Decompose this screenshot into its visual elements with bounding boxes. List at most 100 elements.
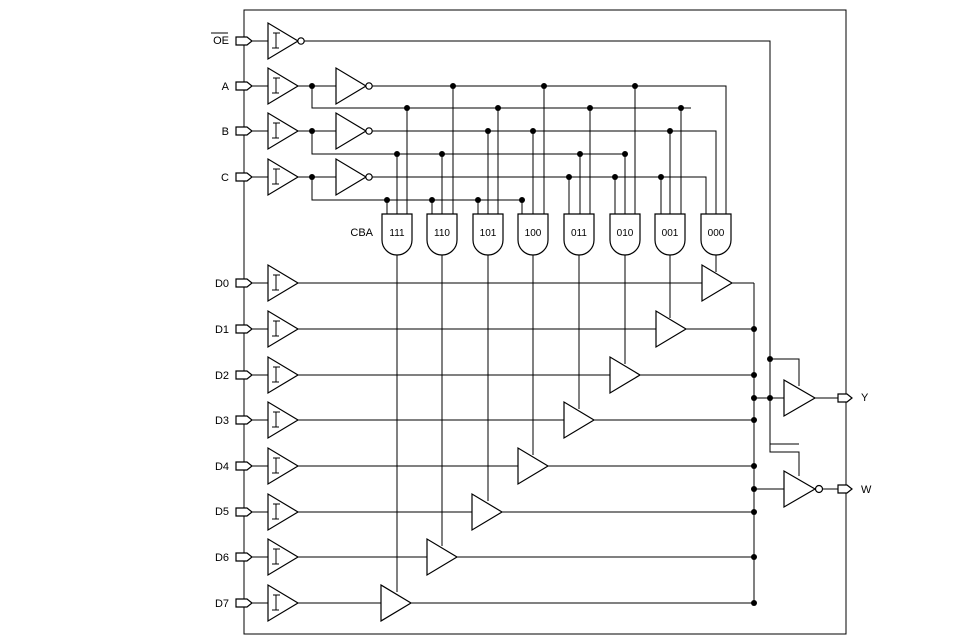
inverter-bubble bbox=[365, 127, 373, 135]
junction-dot bbox=[751, 600, 757, 606]
tristate-buffer-d4 bbox=[517, 446, 550, 486]
pin-label-d7: D7 bbox=[215, 598, 229, 610]
schmitt-buffer bbox=[267, 401, 299, 439]
w-output-pin bbox=[837, 484, 853, 494]
tristate-buffer-d7 bbox=[380, 583, 413, 623]
junction-dot bbox=[612, 174, 618, 180]
schmitt-buffer bbox=[267, 310, 299, 348]
schmitt-buffer bbox=[267, 493, 299, 531]
tristate-buffer-d2 bbox=[609, 355, 642, 395]
gate-label-011: 011 bbox=[571, 228, 587, 239]
tristate-buffer-d0 bbox=[701, 263, 734, 303]
junction-dot bbox=[751, 417, 757, 423]
tristate-buffer-d6 bbox=[426, 537, 459, 577]
junction-dot bbox=[309, 174, 315, 180]
junction-dot bbox=[577, 151, 583, 157]
junction-dot bbox=[485, 128, 491, 134]
and-gate-101 bbox=[472, 213, 504, 256]
junction-dot bbox=[751, 372, 757, 378]
junction-dot bbox=[394, 151, 400, 157]
device-outline bbox=[243, 9, 847, 635]
junction-dot bbox=[751, 326, 757, 332]
oe-line bbox=[304, 40, 784, 445]
input-pin bbox=[235, 126, 253, 136]
c-inverted-rail bbox=[372, 176, 707, 214]
junction-dot bbox=[566, 174, 572, 180]
junction-dot bbox=[541, 83, 547, 89]
junction-dot bbox=[309, 83, 315, 89]
and-gate-111 bbox=[381, 213, 413, 256]
and-gate-110 bbox=[426, 213, 458, 256]
w-output-inverter bbox=[783, 469, 817, 509]
pin-label-d3: D3 bbox=[215, 415, 229, 427]
input-pin bbox=[235, 598, 253, 608]
b-true-rail bbox=[311, 131, 626, 155]
junction-dot bbox=[767, 395, 773, 401]
oe-to-w-enable bbox=[769, 398, 800, 476]
inverter-bubble bbox=[365, 82, 373, 90]
junction-dot bbox=[667, 128, 673, 134]
pin-label-oe: OE bbox=[213, 35, 229, 47]
schmitt-buffer bbox=[267, 584, 299, 622]
junction-dot bbox=[751, 554, 757, 560]
junction-dot bbox=[767, 356, 773, 362]
junction-dot bbox=[404, 105, 410, 111]
and-gate-000 bbox=[700, 213, 732, 256]
junction-dot bbox=[429, 197, 435, 203]
junction-dot bbox=[587, 105, 593, 111]
pin-label-a: A bbox=[222, 81, 230, 93]
schmitt-buffer bbox=[267, 447, 299, 485]
tristate-buffer-d1 bbox=[655, 309, 688, 349]
a-true-rail bbox=[311, 86, 691, 109]
junction-dot bbox=[678, 105, 684, 111]
input-pin bbox=[235, 507, 253, 517]
input-pin bbox=[235, 81, 253, 91]
junction-dots bbox=[309, 83, 773, 606]
pin-label-w: W bbox=[861, 484, 872, 496]
pin-label-d2: D2 bbox=[215, 370, 229, 382]
w-inverter-bubble bbox=[814, 484, 824, 494]
input-pin bbox=[235, 552, 253, 562]
gate-label-000: 000 bbox=[708, 228, 725, 239]
junction-dot bbox=[450, 83, 456, 89]
input-pin bbox=[235, 324, 253, 334]
oe-inverter-bubble bbox=[297, 37, 305, 45]
gate-label-101: 101 bbox=[480, 228, 497, 239]
gate-label-110: 110 bbox=[434, 228, 450, 239]
schmitt-buffer bbox=[267, 22, 299, 60]
gate-label-111: 111 bbox=[389, 228, 405, 239]
y-output-buffer bbox=[783, 378, 817, 418]
oe-to-y-enable bbox=[770, 358, 800, 386]
and-gate-100 bbox=[517, 213, 549, 256]
junction-dot bbox=[309, 128, 315, 134]
schmitt-buffer bbox=[267, 112, 299, 150]
schmitt-buffer bbox=[267, 356, 299, 394]
pin-label-y: Y bbox=[861, 392, 869, 404]
pin-label-b: B bbox=[222, 126, 229, 138]
a-inverted-rail bbox=[372, 85, 727, 214]
junction-dot bbox=[622, 151, 628, 157]
input-pin bbox=[235, 415, 253, 425]
pin-label-c: C bbox=[221, 172, 229, 184]
junction-dot bbox=[439, 151, 445, 157]
junction-dot bbox=[751, 509, 757, 515]
junction-dot bbox=[658, 174, 664, 180]
decoder-header-label: CBA bbox=[350, 227, 373, 239]
and-gate-011 bbox=[563, 213, 595, 256]
inverter-bubble bbox=[365, 173, 373, 181]
pin-label-d5: D5 bbox=[215, 506, 229, 518]
junction-dot bbox=[519, 197, 525, 203]
pin-label-d0: D0 bbox=[215, 278, 229, 290]
junction-dot bbox=[475, 197, 481, 203]
inverter bbox=[335, 157, 368, 197]
pin-label-d6: D6 bbox=[215, 552, 229, 564]
inverter bbox=[335, 111, 368, 151]
y-output-pin bbox=[837, 393, 853, 403]
gate-label-001: 001 bbox=[662, 228, 679, 239]
gate-label-100: 100 bbox=[525, 228, 542, 239]
schmitt-buffer bbox=[267, 67, 299, 105]
tristate-buffer-d5 bbox=[471, 492, 504, 532]
junction-dot bbox=[751, 463, 757, 469]
input-pin bbox=[235, 461, 253, 471]
